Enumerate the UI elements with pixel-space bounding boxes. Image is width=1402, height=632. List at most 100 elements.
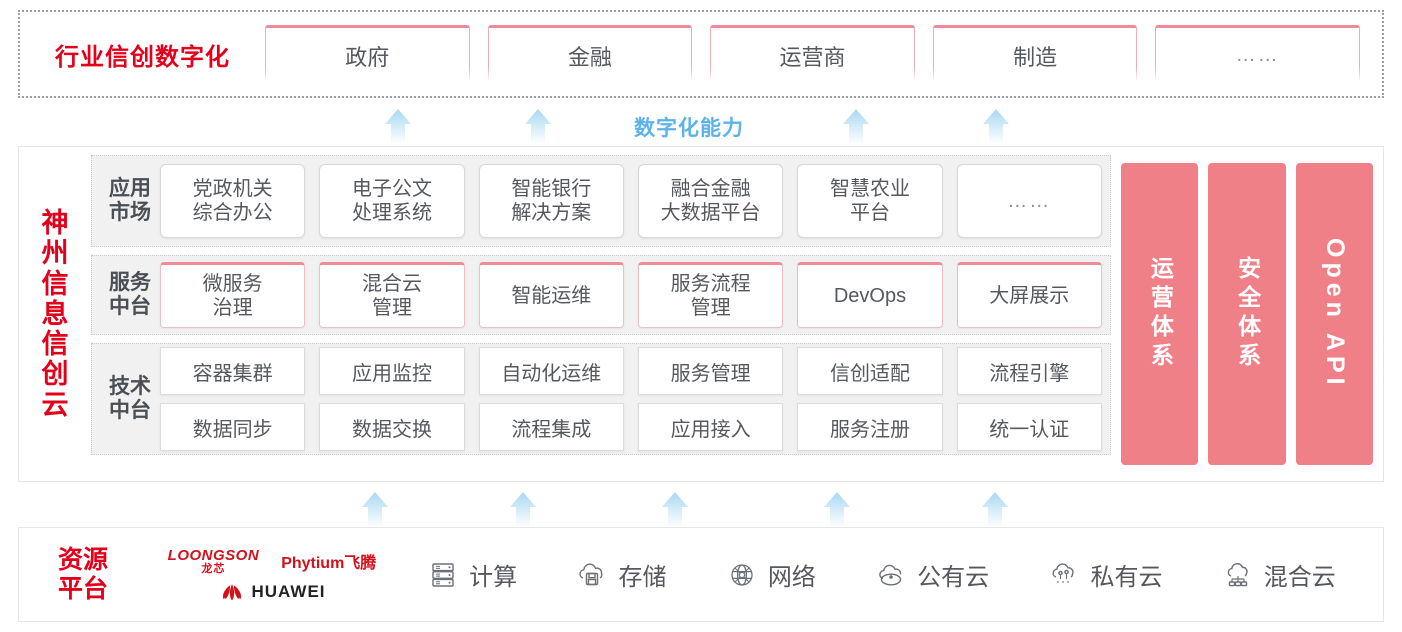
app-card-smart-agriculture[interactable]: 智慧农业 平台 <box>797 164 943 238</box>
huawei-logo-text: HUAWEI <box>251 581 326 601</box>
card-line: 融合金融 <box>670 177 751 200</box>
cloud-title-char: 州 <box>41 238 69 269</box>
app-card-finance-bigdata[interactable]: 融合金融 大数据平台 <box>637 164 784 238</box>
industry-card-finance[interactable]: 金融 <box>487 24 693 85</box>
card-line: 治理 <box>212 297 253 319</box>
cloud-title-char: 神 <box>41 208 69 239</box>
tech-card-data-sync[interactable]: 数据同步 <box>160 403 306 451</box>
up-arrow-icon <box>355 489 395 529</box>
card-line: 智慧农业 <box>829 177 910 200</box>
up-arrow-icon <box>655 489 695 529</box>
service-card-hybrid-cloud-mgmt[interactable]: 混合云 管理 <box>319 262 465 328</box>
layer-label-line: 技术 <box>109 374 151 398</box>
card-line: 综合办公 <box>192 202 273 224</box>
card-line: 管理 <box>371 297 412 319</box>
tech-card-unified-auth[interactable]: 统一认证 <box>956 403 1102 451</box>
card-line: 微服务 <box>202 272 263 295</box>
layer-app-market: 应用 市场 党政机关 综合办公 电子公文 <box>91 155 1111 247</box>
industry-card-more[interactable]: …… <box>1155 24 1360 85</box>
side-bar-group: 运营体系 安全体系 Open API <box>1121 155 1373 473</box>
resource-item-label: 计算 <box>469 564 518 591</box>
service-card-process-mgmt[interactable]: 服务流程 管理 <box>637 262 784 328</box>
up-arrow-icon <box>378 106 418 146</box>
tech-card-process-integration[interactable]: 流程集成 <box>478 403 624 451</box>
tech-card-app-access[interactable]: 应用接入 <box>637 403 784 451</box>
hybrid-cloud-icon <box>1221 558 1255 592</box>
app-card-more[interactable]: …… <box>956 164 1102 238</box>
side-bar-open-api[interactable]: Open API <box>1295 163 1373 465</box>
layer-label-service-platform: 服务 中台 <box>100 271 160 319</box>
cloud-title-char: 信 <box>41 329 69 360</box>
card-line: 智能银行 <box>511 177 592 200</box>
card-line: 管理 <box>690 297 731 319</box>
resource-item-public-cloud[interactable]: 公有云 <box>874 557 989 592</box>
layer-label-line: 中台 <box>109 399 151 422</box>
tech-card-container-cluster[interactable]: 容器集群 <box>160 347 306 395</box>
card-line: 服务流程 <box>670 272 751 295</box>
tech-card-process-engine[interactable]: 流程引擎 <box>956 347 1102 395</box>
industry-band-title: 行业信创数字化 <box>55 43 230 71</box>
resource-item-private-cloud[interactable]: 私有云 <box>1047 557 1162 592</box>
cloud-layer-stack: 应用 市场 党政机关 综合办公 电子公文 <box>91 155 1111 473</box>
up-arrow-icon <box>817 489 857 529</box>
industry-card-government[interactable]: 政府 <box>265 24 470 85</box>
resource-item-label: 混合云 <box>1263 564 1336 591</box>
cloud-storage-icon <box>575 558 609 592</box>
service-card-list: 微服务 治理 混合云 管理 智能运维 <box>160 262 1102 328</box>
layer-label-line: 应用 <box>109 176 151 200</box>
resource-panel-title: 资源 平台 <box>19 546 147 604</box>
network-globe-icon <box>725 558 759 592</box>
card-line: 大数据平台 <box>660 202 761 224</box>
resource-item-compute[interactable]: 计算 <box>426 557 517 592</box>
tech-card-row: 容器集群 应用监控 自动化运维 服务管理 信创适配 流程引擎 <box>160 347 1102 395</box>
service-card-microservice-governance[interactable]: 微服务 治理 <box>160 262 306 328</box>
tech-card-automated-ops[interactable]: 自动化运维 <box>478 347 624 395</box>
industry-card-manufacturing[interactable]: 制造 <box>932 24 1138 85</box>
tech-card-app-monitoring[interactable]: 应用监控 <box>319 347 465 395</box>
side-bar-operations-system[interactable]: 运营体系 <box>1121 163 1199 465</box>
resource-item-network[interactable]: 网络 <box>725 557 816 592</box>
app-card-smart-bank[interactable]: 智能银行 解决方案 <box>478 164 624 238</box>
resource-title-line: 平台 <box>57 574 108 603</box>
loongson-logo: LOONGSON 龙芯 <box>168 548 260 575</box>
app-card-government-office[interactable]: 党政机关 综合办公 <box>160 164 306 238</box>
public-cloud-icon <box>874 558 908 592</box>
huawei-flower-icon <box>219 582 245 602</box>
up-arrow-icon <box>976 106 1016 146</box>
vendor-logo-group: LOONGSON 龙芯 Phytium飞腾 <box>147 548 397 602</box>
cloud-panel-body: 应用 市场 党政机关 综合办公 电子公文 <box>91 147 1383 481</box>
tech-card-xinchuang-adaptation[interactable]: 信创适配 <box>797 347 943 395</box>
side-bar-security-system[interactable]: 安全体系 <box>1208 163 1286 465</box>
cloud-title-char: 信 <box>41 268 69 299</box>
resource-title-line: 资源 <box>57 545 108 574</box>
industry-card-carrier[interactable]: 运营商 <box>710 24 915 85</box>
resource-item-label: 网络 <box>767 564 816 591</box>
tech-card-row: 数据同步 数据交换 流程集成 应用接入 服务注册 统一认证 <box>160 403 1102 451</box>
resource-item-list: 计算 存储 <box>397 557 1383 592</box>
tech-card-service-registry[interactable]: 服务注册 <box>797 403 943 451</box>
card-line: 党政机关 <box>192 177 273 200</box>
vendor-logo-row: LOONGSON 龙芯 Phytium飞腾 <box>168 548 377 575</box>
layer-label-line: 服务 <box>109 270 151 294</box>
resource-item-storage[interactable]: 存储 <box>575 557 666 592</box>
service-card-devops[interactable]: DevOps <box>797 262 943 328</box>
resource-item-label: 公有云 <box>917 564 990 591</box>
layer-label-tech-platform: 技术 中台 <box>100 375 160 423</box>
card-line: 解决方案 <box>511 202 592 224</box>
loongson-logo-en: LOONGSON <box>167 546 260 564</box>
side-bar-label: 运营体系 <box>1147 256 1174 372</box>
cloud-panel: 神 州 信 息 信 创 云 应用 市场 党政机关 <box>18 146 1384 482</box>
service-card-aiops[interactable]: 智能运维 <box>478 262 624 328</box>
app-card-edoc-system[interactable]: 电子公文 处理系统 <box>319 164 465 238</box>
service-card-dashboard[interactable]: 大屏展示 <box>956 262 1102 328</box>
tech-card-grid: 容器集群 应用监控 自动化运维 服务管理 信创适配 流程引擎 数据同步 数据交换… <box>160 347 1102 451</box>
layer-tech-platform: 技术 中台 容器集群 应用监控 自动化运维 服务管理 信创适配 流程引擎 <box>91 343 1111 455</box>
layer-label-app-market: 应用 市场 <box>100 177 160 225</box>
layer-label-line: 市场 <box>109 201 151 224</box>
tech-card-data-exchange[interactable]: 数据交换 <box>319 403 465 451</box>
industry-band: 行业信创数字化 政府 金融 运营商 制造 …… <box>18 10 1384 98</box>
tech-card-service-mgmt[interactable]: 服务管理 <box>637 347 784 395</box>
cloud-title-char: 息 <box>41 298 69 329</box>
resource-item-hybrid-cloud[interactable]: 混合云 <box>1221 557 1336 592</box>
